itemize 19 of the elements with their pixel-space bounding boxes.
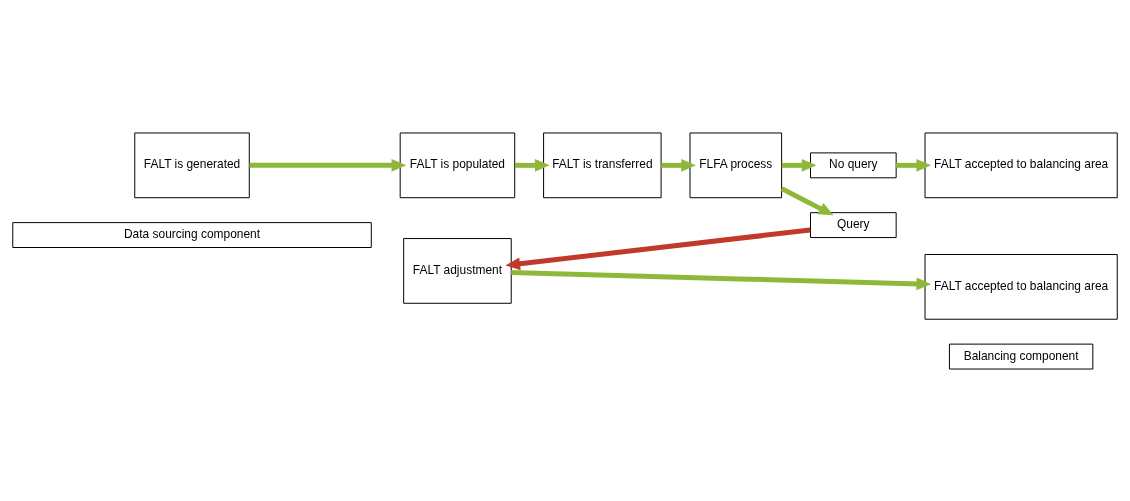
- node-box: Query: [810, 211, 897, 238]
- node-box: FLFA process: [689, 132, 783, 198]
- arrow: [896, 158, 932, 172]
- node-box: FALT accepted to balancing area: [924, 253, 1118, 320]
- node-box: Data sourcing component: [12, 221, 372, 248]
- arrow: [514, 158, 550, 172]
- node-box: FALT is transferred: [543, 132, 662, 198]
- node-box: No query: [810, 151, 897, 178]
- node-box: Balancing component: [948, 343, 1094, 369]
- arrow: [511, 269, 932, 290]
- node-box: FALT is generated: [134, 132, 250, 198]
- node-box: FALT adjustment: [403, 237, 512, 304]
- arrow: [781, 158, 817, 172]
- arrow: [249, 158, 407, 172]
- arrow: [780, 185, 834, 215]
- node-box: FALT is populated: [399, 132, 516, 198]
- arrow: [505, 227, 811, 270]
- node-box: FALT accepted to balancing area: [924, 132, 1118, 198]
- arrow: [661, 158, 696, 172]
